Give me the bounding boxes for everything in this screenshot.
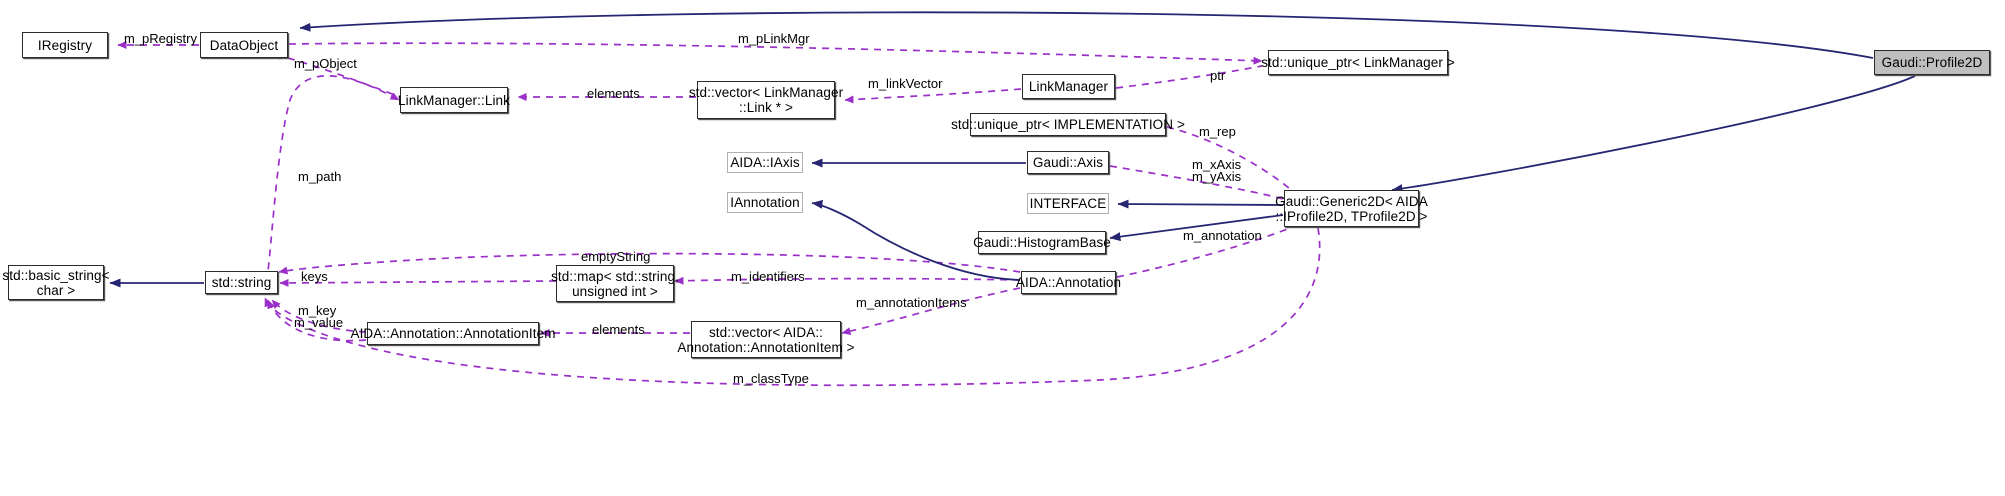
edge-label-m_annotation: m_annotation (1183, 228, 1262, 243)
edge-inherit-interface-generic2d (1117, 199, 1284, 209)
usage-edges (117, 41, 1321, 387)
node-gaudi-histogrambase[interactable]: Gaudi::HistogramBase (973, 231, 1111, 254)
node-unique-ptr-linkmanager[interactable]: std::unique_ptr< LinkManager > (1261, 50, 1455, 75)
edge-label-m_pLinkMgr: m_pLinkMgr (738, 31, 810, 46)
edge-label-m_xAxis: m_xAxis (1192, 157, 1242, 172)
node-basic-string[interactable]: std::basic_string< char > (2, 265, 110, 300)
edge-label-m_pObject: m_pObject (294, 56, 357, 71)
node-aida-iaxis[interactable]: AIDA::IAxis (727, 152, 803, 173)
edge-label-m_pRegistry: m_pRegistry (124, 31, 197, 46)
edge-ptr (1107, 65, 1263, 94)
edge-label-emptyString: emptyString (581, 249, 651, 264)
edge-m_annotationItems (841, 287, 1021, 336)
node-gaudi-generic2d[interactable]: Gaudi::Generic2D< AIDA ::IProfile2D, TPr… (1275, 190, 1428, 227)
edge-label-elements-link: elements (587, 86, 640, 101)
node-vector-linkmanager-link[interactable]: std::vector< LinkManager ::Link * > (689, 81, 843, 119)
edge-label-m_linkVector: m_linkVector (868, 76, 943, 91)
node-linkmanager-link[interactable]: LinkManager::Link (398, 87, 510, 113)
edge-label-ptr: ptr (1210, 68, 1226, 83)
edge-inherit-generic2d-profile2d (1391, 75, 1916, 194)
node-map-string-uint[interactable]: std::map< std::string, unsigned int > (551, 265, 679, 302)
node-aida-annotation[interactable]: AIDA::Annotation (1016, 271, 1121, 294)
node-gaudi-profile2d[interactable]: Gaudi::Profile2D (1874, 50, 1990, 75)
edge-label-m_annotationItems: m_annotationItems (856, 295, 967, 310)
edge-label-m_rep: m_rep (1199, 124, 1236, 139)
edge-m_identifiers (674, 276, 1021, 285)
edge-m_rep (1157, 121, 1291, 190)
edge-m_annotation (1107, 227, 1291, 283)
edge-inherit-histbase-generic2d (1109, 214, 1284, 242)
inheritance-edges (109, 11, 1916, 288)
node-gaudi-axis[interactable]: Gaudi::Axis (1027, 151, 1109, 174)
node-annotation-item[interactable]: AIDA::Annotation::AnnotationItem (350, 322, 555, 345)
edge-inherit-iannotation-annotation (811, 199, 1021, 281)
node-iannotation[interactable]: IAnnotation (727, 192, 803, 213)
edge-m_xAxis-yAxis (1100, 160, 1284, 200)
node-dataobject[interactable]: DataObject (200, 32, 288, 58)
edge-label-m_classType: m_classType (733, 371, 809, 386)
edge-label-m_key: m_key (298, 303, 337, 318)
edge-label-m_yAxis: m_yAxis (1192, 169, 1242, 184)
node-linkmanager[interactable]: LinkManager (1022, 74, 1115, 99)
node-std-string[interactable]: std::string (205, 271, 278, 294)
edge-inherit-dataobject-profile2d (299, 11, 1874, 59)
node-iregistry[interactable]: IRegistry (22, 32, 108, 58)
edge-label-m_path: m_path (298, 169, 342, 184)
edge-label-keys: keys (301, 269, 328, 284)
edge-label-elements-ann: elements (592, 322, 645, 337)
node-unique-ptr-implementation[interactable]: std::unique_ptr< IMPLEMENTATION > (951, 113, 1185, 136)
edge-label-m_identifiers: m_identifiers (731, 269, 805, 284)
edge-m_value (267, 299, 367, 342)
edge-emptyString (278, 252, 1021, 275)
edge-label-m_value: m_value (294, 315, 344, 330)
edge-m_pLinkMgr (288, 42, 1263, 65)
edge-m_classType (264, 227, 1321, 387)
node-vector-annotation-item[interactable]: std::vector< AIDA:: Annotation::Annotati… (677, 321, 855, 358)
node-interface[interactable]: INTERFACE (1027, 193, 1109, 214)
edge-m_linkVector (844, 88, 1022, 104)
edge-m_key (271, 299, 367, 333)
